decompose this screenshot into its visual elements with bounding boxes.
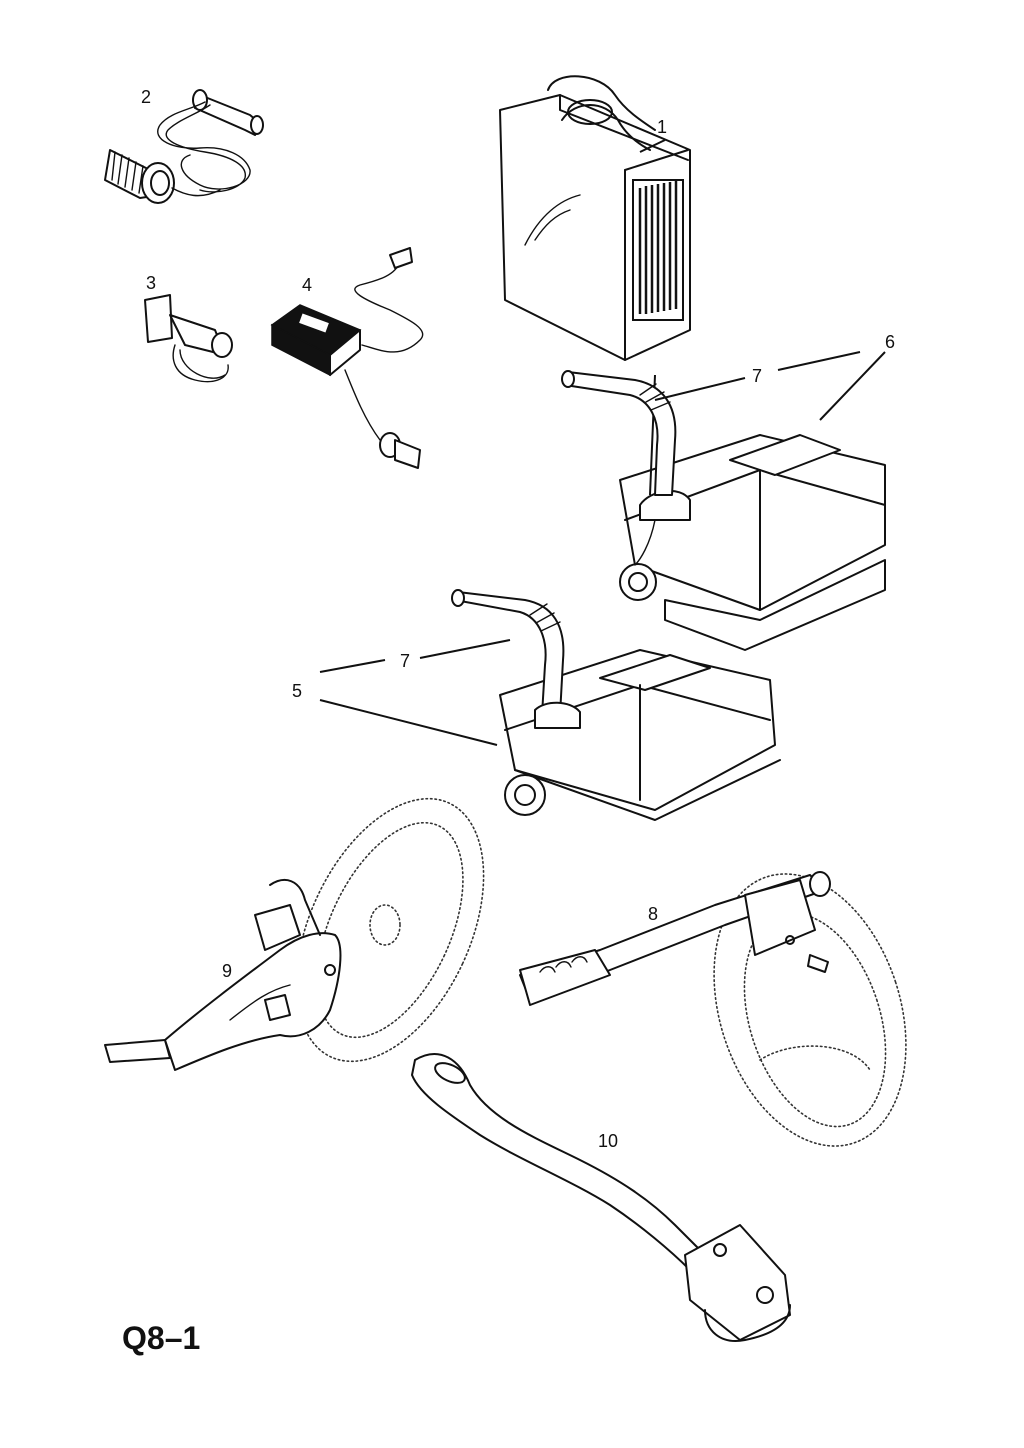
callout-10: 10: [598, 1131, 619, 1151]
callout-4: 4: [302, 275, 313, 295]
leader-lines: [319, 139, 886, 746]
part-6-fuel-can: [561, 370, 886, 651]
part-2-lighter-cable: [104, 89, 264, 204]
part-4-charger: [270, 247, 424, 469]
part-5-fuel-can: [451, 589, 781, 821]
callout-1: 1: [657, 117, 668, 137]
part-1-jerry-can: [499, 75, 691, 361]
callout-8: 8: [648, 904, 659, 924]
callout-7-lower: 7: [400, 651, 411, 671]
part-8-bar-lock: [519, 871, 907, 1147]
callout-5: 5: [292, 681, 303, 701]
callout-9: 9: [222, 961, 233, 981]
callout-7-upper: 7: [752, 366, 763, 386]
callout-6: 6: [885, 332, 896, 352]
callout-2: 2: [141, 87, 152, 107]
figure-caption: Q8–1: [122, 1320, 201, 1356]
part-9-wheel-lock: [104, 797, 485, 1071]
callout-3: 3: [146, 273, 157, 293]
part-10-pedal-lock: [411, 1053, 791, 1342]
part-3-adapter: [144, 294, 233, 383]
